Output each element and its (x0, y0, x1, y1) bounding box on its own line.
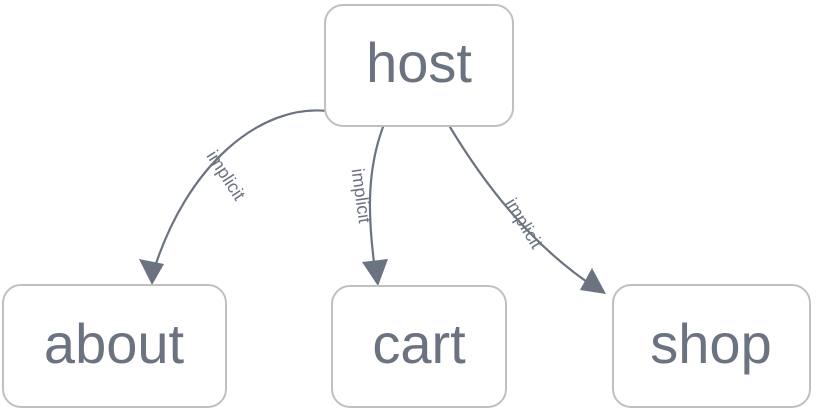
node-host[interactable]: host (324, 4, 514, 127)
edge-line (368, 125, 385, 279)
edge-host-shop[interactable]: implicit (448, 125, 606, 294)
edge-line (150, 109, 329, 278)
arrowhead-icon (362, 259, 388, 286)
edge-host-cart[interactable]: implicit (348, 125, 388, 286)
node-cart-box[interactable] (331, 285, 507, 408)
node-host-box[interactable] (324, 4, 514, 127)
node-shop[interactable]: shop (612, 284, 811, 408)
node-cart[interactable]: cart (331, 285, 507, 408)
node-about-box[interactable] (2, 284, 227, 408)
node-shop-box[interactable] (612, 284, 811, 408)
node-host-label: host (366, 31, 472, 94)
edge-label-host-shop: implicit (501, 195, 546, 252)
edge-label-host-about: implicit (203, 147, 250, 204)
node-shop-label: shop (650, 312, 771, 375)
edges-layer: implicit implicit implicit (139, 109, 606, 294)
edge-host-about[interactable]: implicit (139, 109, 329, 285)
nodes-layer: host about cart shop (2, 4, 811, 408)
arrowhead-icon (139, 259, 164, 285)
arrowhead-icon (580, 268, 606, 294)
node-about[interactable]: about (2, 284, 227, 408)
node-cart-label: cart (372, 312, 466, 375)
node-about-label: about (44, 312, 185, 375)
edge-line (448, 125, 598, 290)
